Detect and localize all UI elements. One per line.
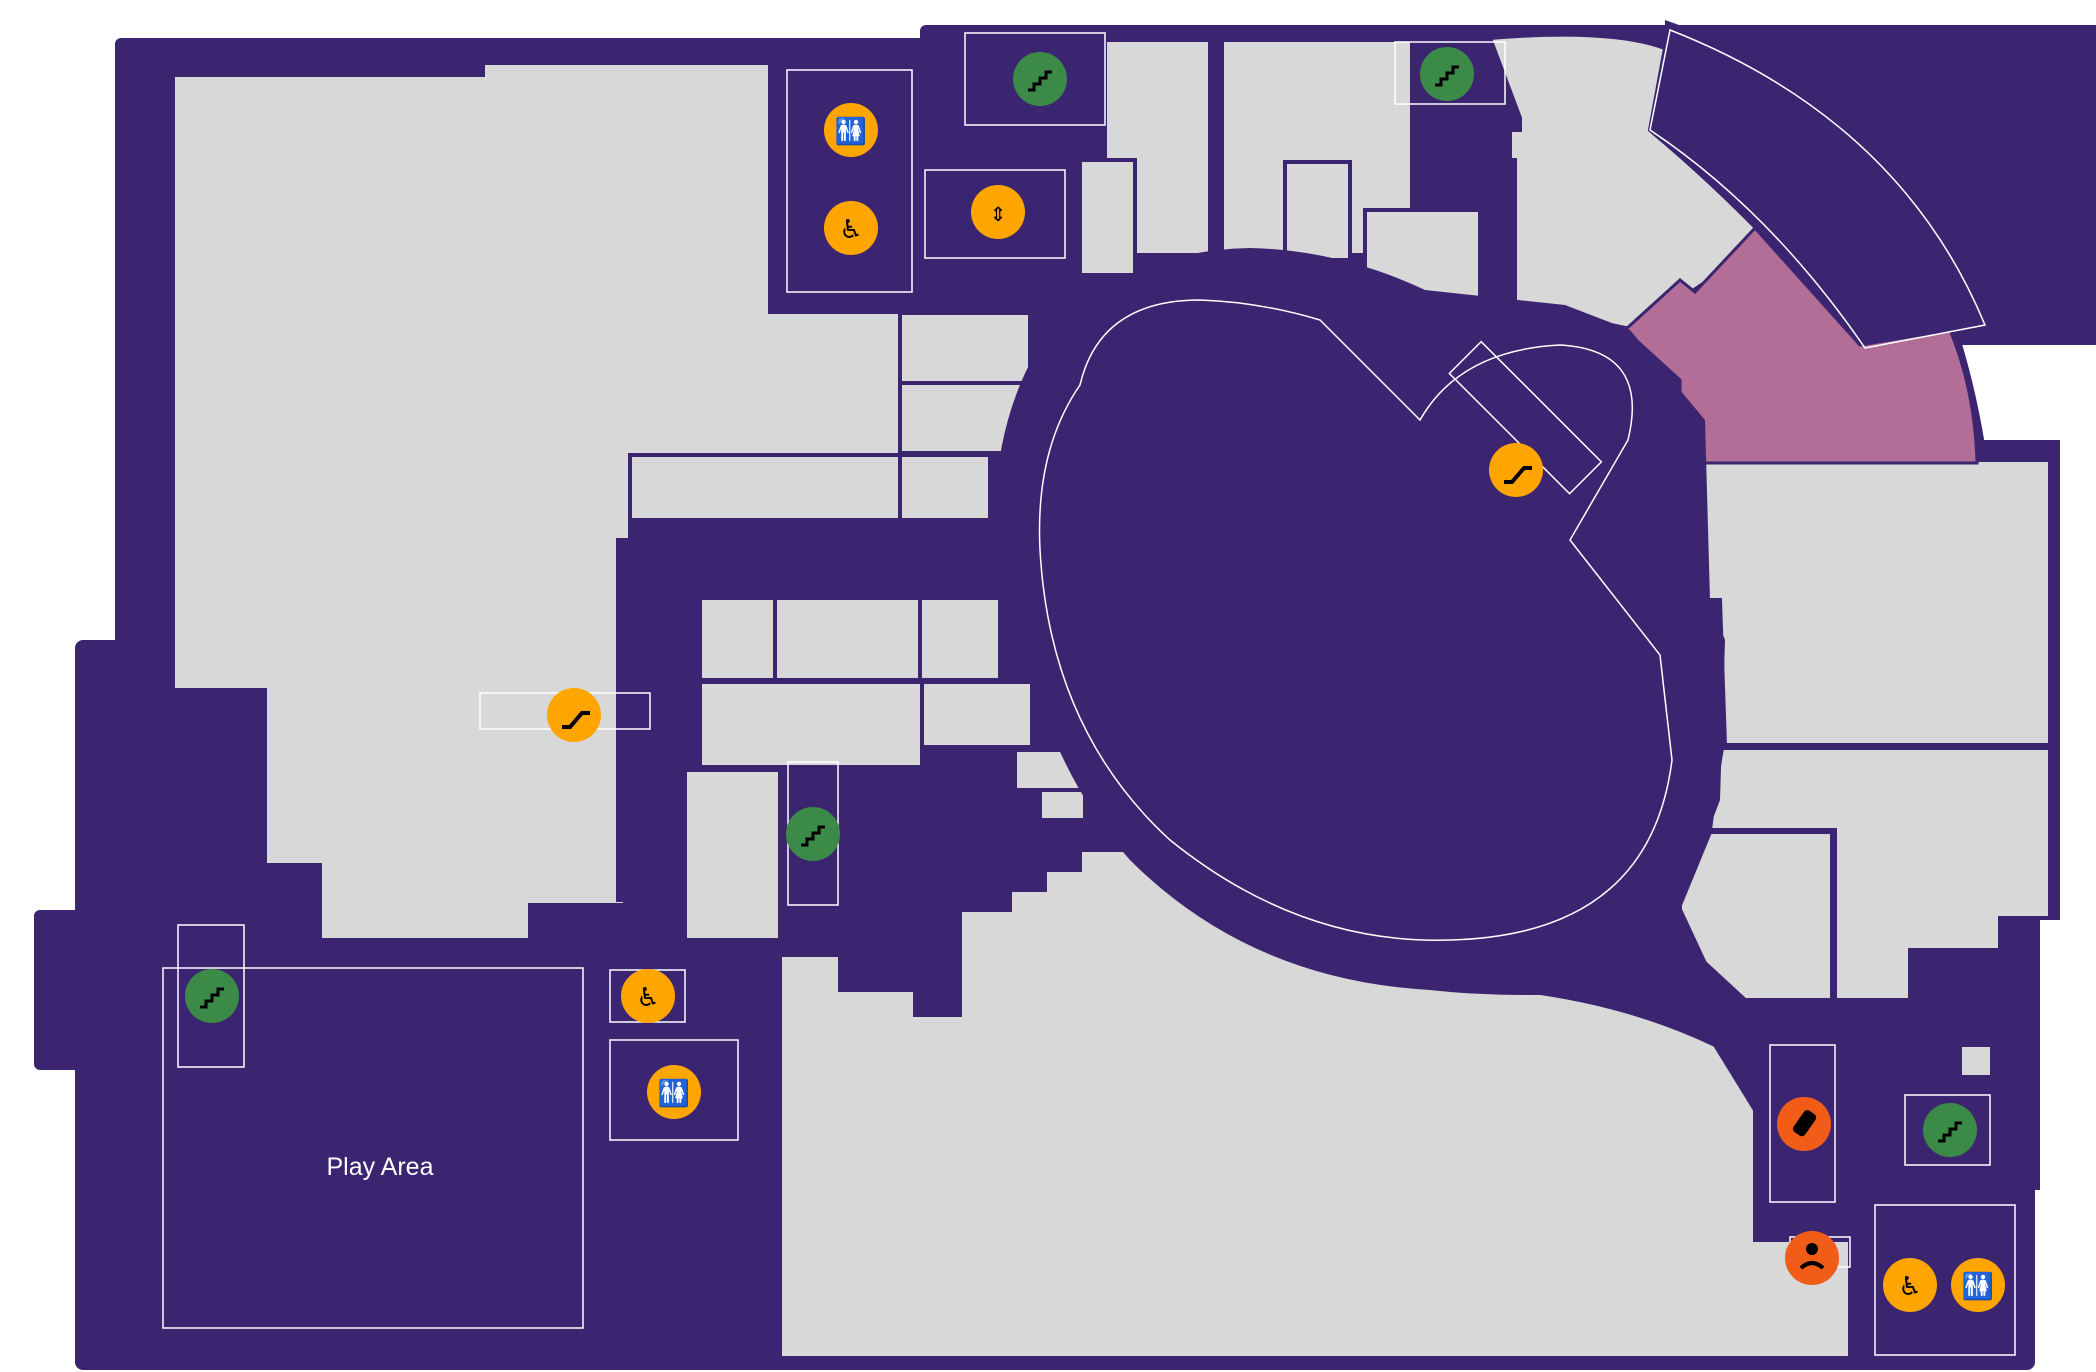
store-unit-outline — [1649, 28, 1987, 349]
escalator-icon[interactable] — [547, 688, 601, 742]
accessible-icon[interactable]: ♿ — [1883, 1258, 1937, 1312]
store-unit[interactable] — [698, 596, 777, 682]
stairs-icon[interactable] — [1420, 47, 1474, 101]
restroom-icon[interactable]: 🚻 — [1951, 1258, 2005, 1312]
store-unit[interactable] — [628, 453, 902, 522]
play-area-outline — [162, 967, 584, 1329]
stairs-icon[interactable] — [786, 807, 840, 861]
anchor-store-west[interactable] — [171, 61, 902, 942]
svg-text:⇕: ⇕ — [990, 202, 1007, 226]
store-unit[interactable] — [920, 680, 1034, 749]
elevator-icon[interactable]: ⇕ — [971, 185, 1025, 239]
svg-text:♿: ♿ — [636, 983, 659, 1013]
stairs-icon[interactable] — [1013, 52, 1067, 106]
svg-text:🚻: 🚻 — [835, 116, 867, 147]
store-unit[interactable] — [918, 596, 1002, 682]
store-unit[interactable] — [698, 680, 924, 769]
store-unit[interactable] — [1678, 458, 2052, 747]
escalator-icon[interactable] — [1489, 443, 1543, 497]
store-unit[interactable] — [1958, 1043, 1994, 1079]
central-atrium — [995, 248, 1725, 995]
restroom-icon[interactable]: 🚻 — [647, 1065, 701, 1119]
svg-text:🚻: 🚻 — [1962, 1271, 1994, 1302]
svg-text:♿: ♿ — [1898, 1272, 1921, 1302]
stairs-icon[interactable] — [1923, 1103, 1977, 1157]
stairs-icon[interactable] — [185, 969, 239, 1023]
store-unit[interactable] — [1283, 160, 1352, 262]
accessible-icon[interactable]: ♿ — [824, 201, 878, 255]
facility-icons: 🚻 ♿ ⇕ ♿ 🚻 ♿ 🚻 — [185, 47, 2005, 1312]
svg-text:♿: ♿ — [839, 215, 862, 245]
play-area-label: Play Area — [326, 1153, 433, 1181]
store-unit[interactable] — [1038, 788, 1087, 822]
store-unit[interactable] — [898, 311, 1032, 385]
store-unit[interactable] — [1078, 158, 1137, 277]
baby-change-icon[interactable] — [1785, 1231, 1839, 1285]
highlighted-store[interactable] — [1622, 225, 1979, 465]
store-unit[interactable] — [898, 453, 992, 522]
svg-text:🚻: 🚻 — [658, 1078, 690, 1109]
store-unit[interactable] — [773, 596, 922, 682]
store-unit[interactable] — [683, 768, 782, 942]
baby-bottle-icon[interactable] — [1777, 1097, 1831, 1151]
accessible-icon[interactable]: ♿ — [621, 969, 675, 1023]
store-blocks — [171, 28, 2052, 1360]
restroom-icon[interactable]: 🚻 — [824, 103, 878, 157]
